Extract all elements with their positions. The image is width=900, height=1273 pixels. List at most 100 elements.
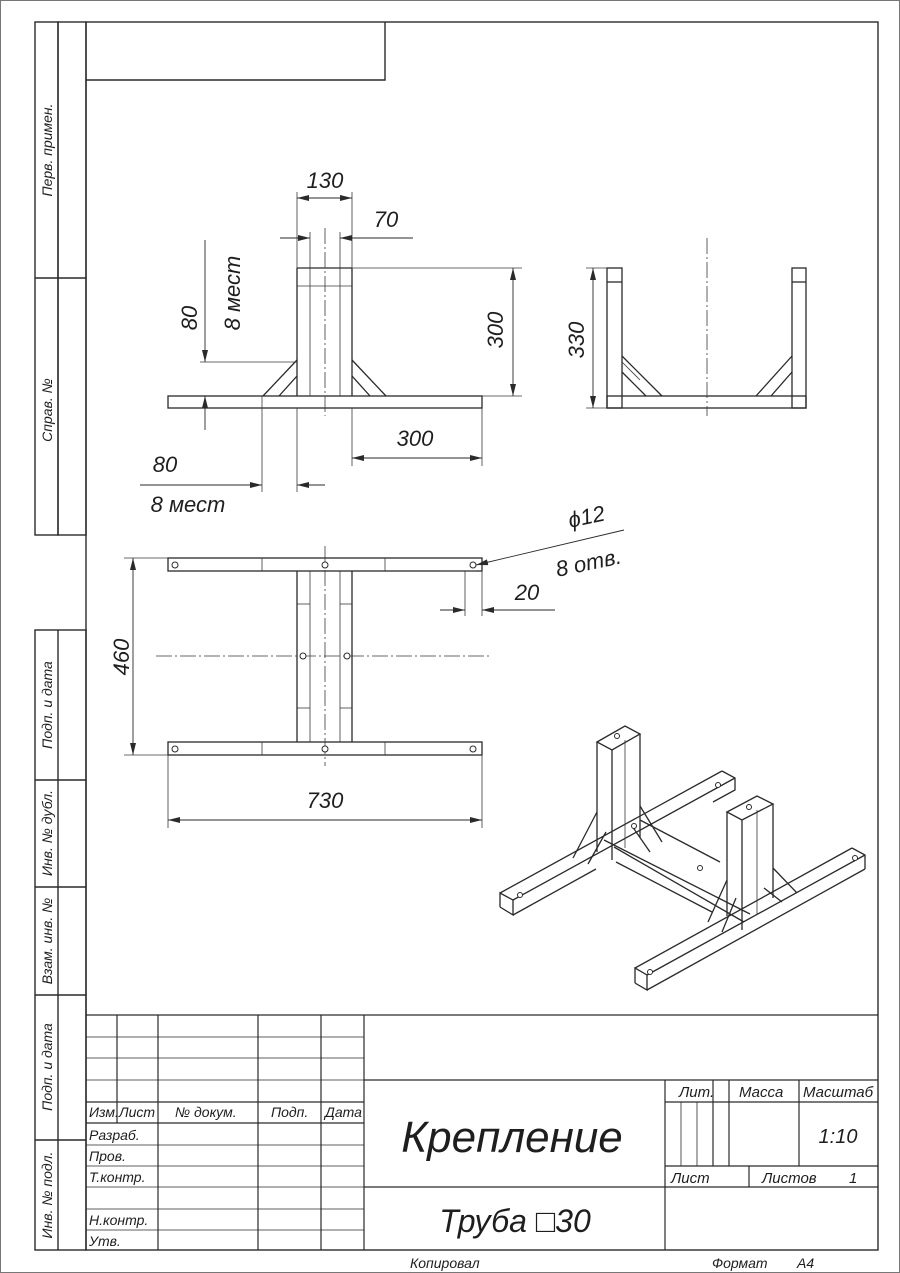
hole (469, 561, 477, 569)
isometric-view (499, 725, 866, 992)
drawing-line (512, 868, 597, 916)
drawing-line (639, 805, 663, 843)
dim-730: 730 (307, 788, 344, 813)
dim-hole-diameter: ϕ12 (566, 501, 607, 533)
header-signature: Подп. (271, 1104, 308, 1120)
role-approved: Утв. (88, 1233, 121, 1249)
drawing-line (721, 897, 737, 933)
drawing-frame (85, 21, 879, 1251)
role-checked: Пров. (89, 1148, 126, 1164)
side-label-sign-date-2: Подп. и дата (39, 1023, 55, 1111)
side-view: 330 (564, 238, 807, 416)
side-base-bar (606, 395, 807, 409)
drawing-line (613, 846, 745, 923)
hole (715, 782, 721, 788)
dim-460: 460 (109, 638, 134, 675)
hole (171, 745, 179, 753)
drawing-line (587, 831, 607, 865)
drawing-line (763, 887, 783, 903)
side-labels: Перв. примен. Справ. № Подп. и дата Инв.… (39, 103, 55, 1238)
dim-80-vertical: 80 (177, 305, 202, 330)
drawing-line (772, 867, 798, 894)
plan-view: 460 730 20 ϕ12 8 отв. (109, 501, 625, 828)
header-change: Изм. (89, 1104, 119, 1120)
drawing-line (499, 770, 723, 894)
scale-label: Масштаб (803, 1084, 874, 1101)
drawing-line (278, 375, 298, 397)
dim-330: 330 (564, 321, 589, 358)
dim-8-places-base: 8 мест (151, 492, 226, 517)
format-label: Формат (712, 1255, 768, 1271)
drawing-line (646, 868, 866, 991)
side-post-left (606, 267, 623, 409)
role-tech-control: Т.контр. (89, 1169, 145, 1185)
drawing-line (603, 839, 751, 915)
hole (321, 745, 329, 753)
hole (746, 804, 752, 810)
dim-20: 20 (514, 580, 540, 605)
hole (299, 652, 307, 660)
dim-80-base: 80 (153, 452, 178, 477)
hole (171, 561, 179, 569)
hole (517, 892, 523, 898)
mass-label: Масса (739, 1084, 783, 1101)
copied-label: Копировал (410, 1255, 480, 1271)
drawing-line (851, 847, 866, 869)
sheets-label: Листов (761, 1170, 817, 1187)
hole (321, 561, 329, 569)
frame-line (86, 22, 386, 81)
side-label-replacement-inv: Взам. инв. № (39, 898, 55, 985)
drawing-line (634, 847, 853, 969)
drawing-line (631, 825, 651, 853)
lit-label: Лит. (678, 1084, 714, 1101)
scale-value: 1:10 (819, 1126, 858, 1148)
dim-hole-count: 8 отв. (553, 544, 623, 582)
drawing-line (351, 375, 371, 397)
hole-leader-line (475, 529, 625, 566)
dim-300-vertical: 300 (483, 311, 508, 348)
drawing-line (646, 854, 866, 976)
side-post-right (791, 267, 807, 409)
top-left-box (86, 22, 386, 81)
header-date: Дата (323, 1104, 362, 1120)
drawing-line (755, 355, 793, 397)
drawing-line (621, 371, 647, 397)
role-norm-control: Н.контр. (89, 1212, 148, 1228)
header-sheet: Лист (118, 1104, 155, 1120)
drawing-line (351, 359, 387, 397)
frame-line (34, 629, 87, 1251)
side-label-original-inv: Инв. № подл. (39, 1152, 55, 1239)
side-columns (34, 21, 87, 1251)
header-doc-number: № докум. (175, 1104, 237, 1120)
front-view: 130 70 300 80 8 мест 300 80 8 мест (140, 168, 522, 517)
hole (697, 865, 703, 871)
drawing-line (499, 891, 514, 917)
drawing-line (770, 371, 793, 397)
dim-70: 70 (374, 207, 399, 232)
side-label-first-use: Перв. примен. (39, 103, 55, 196)
side-label-sign-date-1: Подп. и дата (39, 661, 55, 749)
sheet-label: Лист (670, 1170, 710, 1187)
drawing-line (512, 777, 736, 901)
drawing-line (262, 359, 298, 397)
hole (614, 733, 620, 739)
side-label-reference-number: Справ. № (39, 378, 55, 442)
extension-line (621, 361, 641, 381)
dim-300-horizontal: 300 (397, 426, 434, 451)
drawing-title: Крепление (401, 1113, 623, 1162)
drawing-line (712, 770, 736, 803)
footer: Копировал Формат А4 (410, 1255, 814, 1271)
dim-130: 130 (307, 168, 344, 193)
sheets-total: 1 (849, 1170, 857, 1187)
hole (647, 969, 653, 975)
drawing-line (634, 966, 648, 992)
title-block: Изм. Лист № докум. Подп. Дата Разраб. Пр… (86, 1014, 878, 1250)
role-developed: Разраб. (89, 1127, 140, 1143)
drawing-line (572, 811, 598, 859)
hole (469, 745, 477, 753)
drawing-line (621, 355, 663, 397)
drawing-line (707, 879, 728, 923)
drawing-line (615, 861, 713, 913)
